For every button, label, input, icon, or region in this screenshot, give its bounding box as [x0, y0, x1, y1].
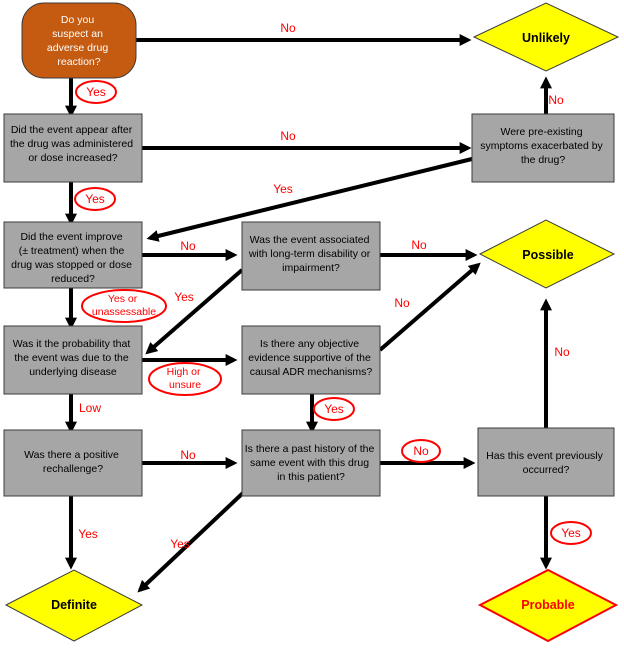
label-disability-yes: Yes [174, 290, 194, 304]
box-line: in this patient? [277, 471, 345, 483]
label-preexisting-yes: Yes [273, 182, 293, 196]
box-line: Did the event appear after [11, 124, 133, 136]
question-past-history: Is there a past history of the same even… [241, 429, 381, 497]
question-improve: Did the event improve (± treatment) when… [3, 221, 143, 289]
label-objective-no: No [394, 296, 410, 310]
label-preexisting-no: No [548, 93, 564, 107]
box-line: or dose increased? [28, 152, 117, 164]
outcome-label: Unlikely [522, 31, 570, 45]
outcome-possible: Possible [478, 219, 616, 289]
arrows [65, 34, 552, 593]
label-rechallenge-yes: Yes [78, 527, 98, 541]
box-line: Is there a past history of the [245, 443, 375, 455]
label-underlying-low: Low [79, 401, 101, 415]
box-line: symptoms exacerbated by [480, 140, 603, 152]
arrow-objective-to-possible [378, 262, 481, 352]
label-line: unassessable [92, 306, 156, 318]
box-line: Were pre-existing [500, 126, 582, 138]
outcome-probable: Probable [477, 568, 619, 643]
label-circle [550, 521, 592, 545]
label-start-no: No [280, 21, 296, 35]
label-circle [74, 187, 116, 211]
label-underlying-high-or-unsure: High or unsure [167, 366, 204, 391]
label-past-history-yes: Yes [170, 537, 190, 551]
box-line: underlying disease [29, 366, 117, 378]
label-prev-occurred-yes: Yes [561, 526, 581, 540]
arrow-preexisting-to-improve [146, 156, 477, 242]
box-line: occurred? [523, 464, 570, 476]
label-line: unsure [169, 379, 201, 391]
start-line: suspect an [52, 28, 103, 40]
box-line: Was there a positive [24, 449, 119, 461]
arrow-past-history-to-definite [137, 490, 246, 593]
label-circle [75, 80, 117, 104]
label-line: High or [167, 366, 201, 378]
box-line: drug was stopped or dose [11, 259, 132, 271]
svg-text:Did the event improve (±: Did the event improve (± treatment) when… [11, 231, 135, 285]
question-disability: Was the event associated with long-term … [241, 221, 381, 291]
question-event-after-drug: Did the event appear after the drug was … [3, 113, 143, 183]
label-prev-occurred-no: No [554, 345, 570, 359]
outcome-label: Possible [522, 248, 573, 262]
label-circle [148, 362, 222, 396]
box-line: with long-term disability or [248, 248, 371, 260]
label-circle [313, 397, 355, 421]
outcome-unlikely: Unlikely [472, 2, 620, 72]
svg-text:Was it the probability that: Was it the probability that the event wa… [13, 338, 133, 378]
label-event-after-no: No [280, 129, 296, 143]
svg-text:Was the event associated: Was the event associated with long-term … [248, 234, 373, 274]
outcome-label: Definite [51, 598, 97, 612]
question-previously-occurred: Has this event previously occurred? [477, 427, 615, 497]
svg-text:Is there any objective e: Is there any objective evidence supporti… [248, 338, 374, 378]
box-line: Did the event improve [20, 231, 122, 243]
box-line: impairment? [282, 262, 340, 274]
question-underlying-disease: Was it the probability that the event wa… [3, 325, 143, 395]
label-circle [81, 289, 167, 323]
label-improve-no: No [180, 239, 196, 253]
outcome-label: Probable [521, 598, 575, 612]
box-line: Was it the probability that [13, 338, 131, 350]
box-line: (± treatment) when the [19, 245, 125, 257]
edge-labels: No Yes No Yes No Yes No Yes or unassessa… [74, 21, 592, 551]
label-objective-yes: Yes [324, 402, 344, 416]
label-rechallenge-no: No [180, 448, 196, 462]
svg-text:Has this event previously: Has this event previously occurred? [486, 450, 606, 476]
box-line: Has this event previously [486, 450, 603, 462]
start-node: Do you suspect an adverse drug reaction? [21, 2, 137, 79]
svg-text:Did the event appear after: Did the event appear after the drug was … [10, 124, 136, 164]
label-start-yes: Yes [86, 85, 106, 99]
box-line: the event was due to the [14, 352, 129, 364]
box-line: reduced? [51, 273, 95, 285]
question-preexisting: Were pre-existing symptoms exacerbated b… [471, 113, 615, 183]
box-line: evidence supportive of the [248, 352, 371, 364]
box-line: the drug was administered [10, 138, 133, 150]
question-rechallenge: Was there a positive rechallenge? [3, 429, 143, 497]
start-line: reaction? [57, 56, 100, 68]
label-disability-no: No [411, 238, 427, 252]
start-line: Do you [61, 14, 94, 26]
label-improve-yes-or-unassessable: Yes or unassessable [92, 293, 156, 318]
label-past-history-no: No [413, 444, 429, 458]
label-line: Yes or [108, 293, 138, 305]
start-line: adverse drug [47, 42, 108, 54]
svg-text:Was there a positive rec: Was there a positive rechallenge? [24, 449, 122, 475]
box-line: Was the event associated [250, 234, 370, 246]
svg-text:Were pre-existing sympto: Were pre-existing symptoms exacerbated b… [480, 126, 605, 166]
label-circle [401, 439, 441, 463]
question-objective-evidence: Is there any objective evidence supporti… [241, 325, 381, 395]
svg-text:Do you suspect an: Do you suspect an adverse drug reaction? [47, 14, 111, 68]
outcome-definite: Definite [4, 569, 144, 642]
label-event-after-yes: Yes [85, 192, 105, 206]
box-line: same event with this drug [250, 457, 369, 469]
box-line: the drug? [521, 154, 566, 166]
svg-text:Is there a past history of the: Is there a past history of the same even… [245, 443, 378, 483]
arrow-disability-to-underlying [145, 268, 244, 355]
box-line: Is there any objective [260, 338, 359, 350]
box-line: rechallenge? [43, 463, 103, 475]
box-line: causal ADR mechanisms? [250, 366, 373, 378]
